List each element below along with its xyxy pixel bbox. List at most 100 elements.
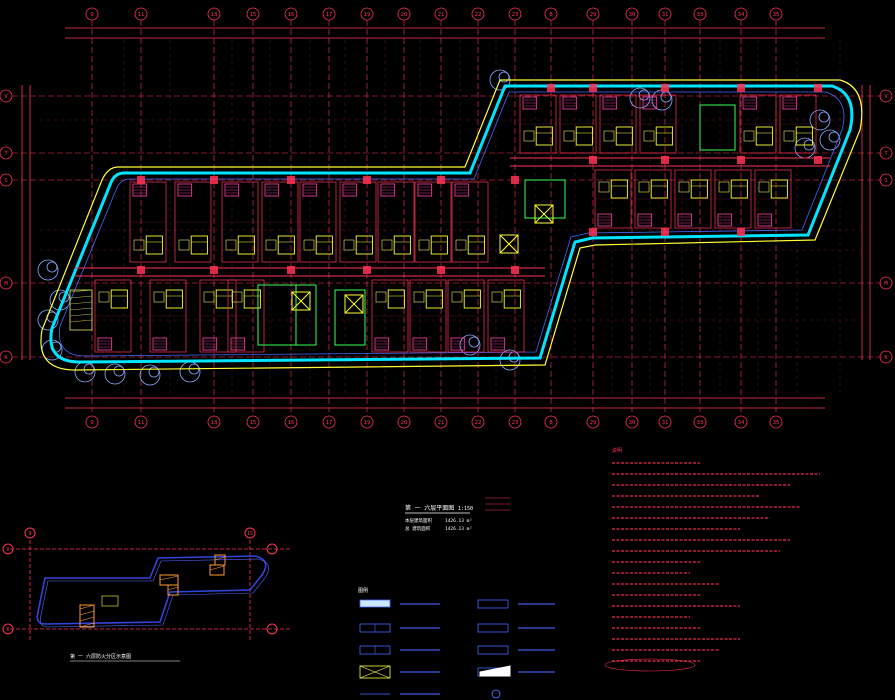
structural-column	[661, 84, 669, 92]
grid-bubble-bottom-label: 35	[773, 420, 780, 426]
chair	[718, 181, 730, 193]
corridor	[75, 157, 830, 277]
grid-bubble-top-circle	[693, 7, 707, 21]
grid-bubble-top-label: 23	[512, 12, 519, 18]
bed	[467, 235, 485, 255]
grid-bubble-bottom-label: 21	[438, 420, 445, 426]
bathroom	[490, 337, 506, 351]
bathroom	[717, 213, 733, 227]
grid-bubble-right-label: V	[884, 94, 888, 100]
grid-bubble-bottom-label: 22	[475, 420, 482, 426]
bathroom	[177, 183, 193, 197]
building-wall-outline	[49, 84, 854, 364]
grid-bubble-bottom-circle	[284, 415, 298, 429]
grid-bubble-right-circle	[879, 276, 893, 290]
chair	[455, 239, 467, 251]
grid-bubble-top-label: 13	[211, 12, 218, 18]
chair	[98, 291, 110, 303]
grid-bubble-bottom-label: 17	[326, 420, 333, 426]
grid-bubble-top-circle	[397, 7, 411, 21]
bed	[575, 126, 593, 146]
grid-bubble-bottom-circle	[586, 415, 600, 429]
grid-bubble-bottom-label: 30	[629, 420, 636, 426]
chair	[643, 130, 655, 142]
bed	[730, 179, 748, 199]
bed	[430, 235, 448, 255]
bathroom	[412, 337, 428, 351]
tree-inner	[468, 336, 480, 348]
chair	[451, 291, 463, 303]
bed	[355, 235, 373, 255]
legend-title: 图例	[358, 587, 368, 594]
area-label-2: 总 建筑面积	[405, 525, 431, 532]
tree	[459, 334, 481, 356]
chair	[133, 239, 145, 251]
tree-inner	[113, 365, 125, 377]
chair	[491, 291, 503, 303]
structural-column	[363, 266, 371, 274]
grid-bubble-bottom-label: 15	[250, 420, 257, 426]
tree-inner	[818, 111, 830, 123]
structural-column	[814, 84, 822, 92]
grid-bubble-left-circle	[0, 276, 13, 290]
bed	[145, 235, 163, 255]
bed	[503, 289, 521, 309]
grid-bubble-right-label: K	[884, 355, 888, 361]
lobby-hatch	[69, 301, 93, 305]
structural-column	[589, 228, 597, 236]
lobby-hatch	[69, 313, 93, 317]
tree	[104, 363, 126, 385]
legend-swatch	[359, 599, 391, 608]
structural-column	[210, 176, 218, 184]
grid-bubble-top-label: 9	[90, 12, 93, 18]
structural-column	[737, 156, 745, 164]
grid-bubble-left-circle	[0, 350, 13, 364]
grid-bubble-bottom-circle	[134, 415, 148, 429]
grid-bubble-right-label: S	[884, 178, 887, 184]
lobby-hatch	[69, 295, 93, 299]
grid-bubble-left-circle	[0, 89, 13, 103]
chair	[203, 291, 215, 303]
bathroom	[677, 213, 693, 227]
chair	[603, 130, 615, 142]
grid-bubble-top-label: 35	[773, 12, 780, 18]
grid-bubble-right-circle	[879, 89, 893, 103]
plan-scale: 1:150	[458, 506, 473, 512]
bed	[535, 126, 553, 146]
note-cloud	[604, 658, 696, 672]
tree	[809, 109, 831, 131]
chair	[153, 291, 165, 303]
grid-bubble-left-label: M	[4, 281, 8, 287]
bathroom	[450, 337, 466, 351]
grid-bubble-bottom-circle	[360, 415, 374, 429]
grid-bubble-top-circle	[434, 7, 448, 21]
legend-swatch-right	[477, 645, 509, 655]
grid-bubble-right-circle	[879, 173, 893, 187]
structural-column	[737, 84, 745, 92]
grid-bubble-top-label: 21	[438, 12, 445, 18]
area-value-1: 1426.13 m²	[445, 518, 472, 524]
chair	[638, 181, 650, 193]
bathroom	[602, 96, 618, 110]
structural-column	[437, 266, 445, 274]
grid-bubble-top-circle	[544, 7, 558, 21]
bathroom	[454, 183, 470, 197]
building-facade-outline	[40, 79, 863, 371]
lobby-hatch	[69, 319, 93, 323]
bathroom	[417, 183, 433, 197]
key-plan-grid-k: K	[6, 627, 9, 633]
structural-column	[547, 84, 555, 92]
structural-column	[137, 266, 145, 274]
tree	[499, 349, 521, 371]
grid-bubble-left-circle	[0, 146, 13, 160]
chair	[265, 239, 277, 251]
grid-bubble-top-label: 34	[738, 12, 745, 18]
bed	[190, 235, 208, 255]
grid-bubble-bottom-label: B	[549, 420, 553, 426]
grid-bubble-top-circle	[85, 7, 99, 21]
grid-bubble-top-label: B	[549, 12, 553, 18]
structural-column	[511, 266, 519, 274]
bed	[755, 126, 773, 146]
tree-inner	[498, 71, 510, 83]
